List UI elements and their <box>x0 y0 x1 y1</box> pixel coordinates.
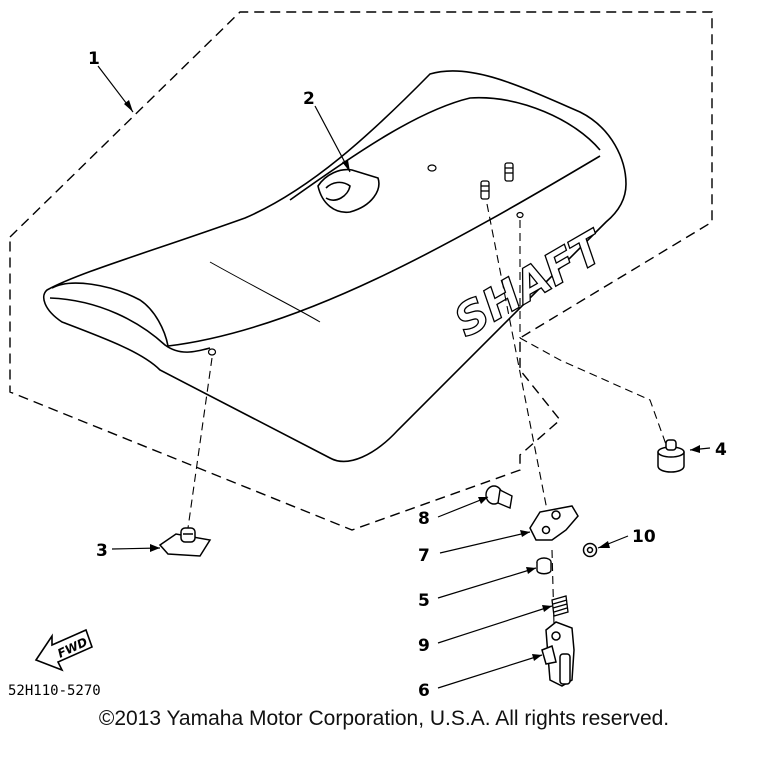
callout-9: 9 <box>418 636 430 656</box>
callout-2: 2 <box>303 89 315 109</box>
bolt <box>485 485 513 509</box>
seat-outline <box>43 70 627 463</box>
fwd-arrow-icon: FWD <box>34 628 94 672</box>
leader-lines <box>97 65 711 689</box>
seat-nose-rim <box>51 282 169 347</box>
arrowheads <box>124 100 700 661</box>
callout-8: 8 <box>418 509 430 529</box>
copyright-notice: ©2013 Yamaha Motor Corporation, U.S.A. A… <box>98 707 670 730</box>
callout-10: 10 <box>632 527 656 547</box>
nut <box>582 542 598 558</box>
seat-assembly-boundary <box>9 11 713 531</box>
guide-lines <box>187 203 669 626</box>
callout-7: 7 <box>418 546 430 566</box>
seat-strap <box>317 168 380 213</box>
seat-exploded-diagram: SHAFT <box>8 11 727 700</box>
seat-front-edge <box>49 297 211 353</box>
callout-5: 5 <box>418 591 430 611</box>
callout-1: 1 <box>88 49 100 69</box>
callout-6: 6 <box>418 681 430 700</box>
bracket <box>529 505 579 541</box>
seat-holes <box>207 164 524 356</box>
seat-lettering: SHAFT <box>446 221 615 348</box>
seat-lock <box>541 621 575 687</box>
seat-studs <box>480 162 514 200</box>
collar <box>536 557 552 575</box>
plate-nut <box>158 527 212 557</box>
seat <box>43 70 627 463</box>
seat-top-ridge <box>289 96 601 201</box>
callout-4: 4 <box>715 440 727 460</box>
seat-side-line <box>167 155 601 347</box>
seat-crease <box>209 261 321 323</box>
spring <box>551 595 569 617</box>
damper <box>657 439 685 473</box>
part-code: 52H110-5270 <box>8 683 101 699</box>
callout-3: 3 <box>96 541 108 561</box>
